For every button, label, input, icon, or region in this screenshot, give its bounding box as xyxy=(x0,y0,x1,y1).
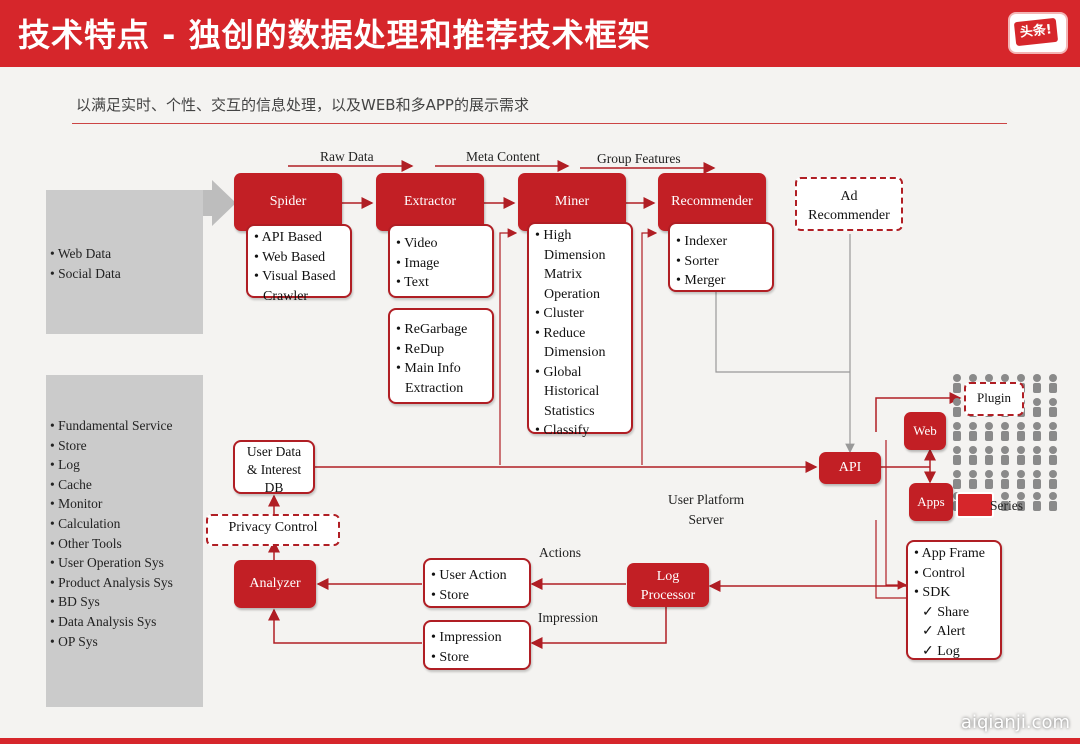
group-features-label: Group Features xyxy=(597,151,681,166)
list-item: User Operation Sys xyxy=(50,553,173,573)
list-item: ReGarbage xyxy=(396,320,492,340)
list-item: OP Sys xyxy=(50,632,173,652)
miner-methods-box: High Dimension Matrix Operation Cluster … xyxy=(527,222,633,438)
api-node: API xyxy=(819,452,881,484)
list-item: Classify xyxy=(535,421,631,441)
services-list: Fundamental Service Store Log Cache Moni… xyxy=(50,416,173,651)
list-item: Store xyxy=(431,648,529,668)
list-item: ReDup xyxy=(396,340,492,360)
sdk-log-item: ✓ Log xyxy=(922,643,960,659)
watermark: aiqianji.com xyxy=(960,712,1070,733)
list-item: Fundamental Service xyxy=(50,416,173,436)
list-item: Merger xyxy=(676,271,772,291)
list-item: Calculation xyxy=(50,514,173,534)
check-icon: ✓ xyxy=(922,643,938,659)
list-item: Text xyxy=(396,273,492,293)
list-item: API Based xyxy=(254,228,350,248)
page-title: 技术特点 - 独创的数据处理和推荐技术框架 xyxy=(18,16,651,54)
list-item: User Action xyxy=(431,566,529,586)
check-icon: ✓ xyxy=(922,624,937,639)
list-item: Web Data xyxy=(50,244,121,264)
list-item: Indexer xyxy=(676,232,772,252)
impression-store-box: Impression Store xyxy=(423,620,531,670)
extractor-clean-box: ReGarbage ReDup Main Info Extraction xyxy=(388,308,494,404)
apps-logo xyxy=(956,492,994,518)
raw-data-label: Raw Data xyxy=(320,149,374,164)
list-item: Monitor xyxy=(50,494,173,514)
list-item: Data Analysis Sys xyxy=(50,612,173,632)
apps-node: Apps xyxy=(909,483,953,521)
list-item: SDK xyxy=(914,583,1000,603)
sdk-alert-item: ✓ Alert xyxy=(922,624,966,639)
toutiao-logo: 头条! xyxy=(1010,14,1066,52)
list-item: BD Sys xyxy=(50,592,173,612)
divider xyxy=(72,123,1007,124)
recommender-parts-box: Indexer Sorter Merger xyxy=(668,222,774,292)
list-item: Cluster xyxy=(535,304,631,324)
footer-bar xyxy=(0,738,1080,744)
list-item: Main Info Extraction xyxy=(396,359,485,398)
list-item: App Frame xyxy=(914,544,1000,564)
plugin-node: Plugin xyxy=(964,382,1024,416)
list-item: Reduce Dimension xyxy=(535,324,624,363)
data-sources-list: Web Data Social Data xyxy=(50,244,121,283)
list-item: Impression xyxy=(431,628,529,648)
list-item: Control xyxy=(914,564,1000,584)
title-banner: 技术特点 - 独创的数据处理和推荐技术框架 头条! xyxy=(0,0,1080,67)
list-item: Image xyxy=(396,254,492,274)
web-node: Web xyxy=(904,412,946,450)
analyzer-node: Analyzer xyxy=(234,560,316,608)
check-icon: ✓ xyxy=(922,604,938,620)
spider-node: Spider xyxy=(234,173,342,231)
extractor-media-box: Video Image Text xyxy=(388,224,494,298)
user-interest-db-box: User Data & Interest DB xyxy=(233,440,315,495)
sdk-share-item: ✓ Share xyxy=(922,604,970,620)
list-item: Web Based xyxy=(254,248,350,268)
list-item: Log xyxy=(50,455,173,475)
recommender-node: Recommender xyxy=(658,173,766,231)
user-platform-server-label: User Platform Server xyxy=(668,492,745,527)
extractor-node: Extractor xyxy=(376,173,484,231)
list-item: Cache xyxy=(50,475,173,495)
miner-node: Miner xyxy=(518,173,626,231)
meta-content-label: Meta Content xyxy=(466,149,540,164)
list-item: Visual Based Crawler xyxy=(254,267,358,306)
list-item: Product Analysis Sys xyxy=(50,573,173,593)
list-item: Video xyxy=(396,234,492,254)
list-item: Global Historical Statistics xyxy=(535,363,624,422)
privacy-control-node: Privacy Control xyxy=(206,514,340,546)
list-item: High Dimension Matrix Operation xyxy=(535,226,624,304)
list-item: Store xyxy=(50,436,173,456)
subtitle: 以满足实时、个性、交互的信息处理，以及WEB和多APP的展示需求 xyxy=(76,96,529,114)
app-frame-sdk-box: App Frame Control SDK ✓ Share ✓ Alert ✓ … xyxy=(906,540,1002,660)
list-item: Social Data xyxy=(50,264,121,284)
list-item: Sorter xyxy=(676,252,772,272)
series-label: Series xyxy=(990,498,1023,513)
list-item: Store xyxy=(431,586,529,606)
list-item: Other Tools xyxy=(50,534,173,554)
user-action-store-box: User Action Store xyxy=(423,558,531,608)
actions-label: Actions xyxy=(539,545,581,560)
spider-methods-box: API Based Web Based Visual Based Crawler xyxy=(246,224,352,304)
impression-label: Impression xyxy=(538,610,598,625)
